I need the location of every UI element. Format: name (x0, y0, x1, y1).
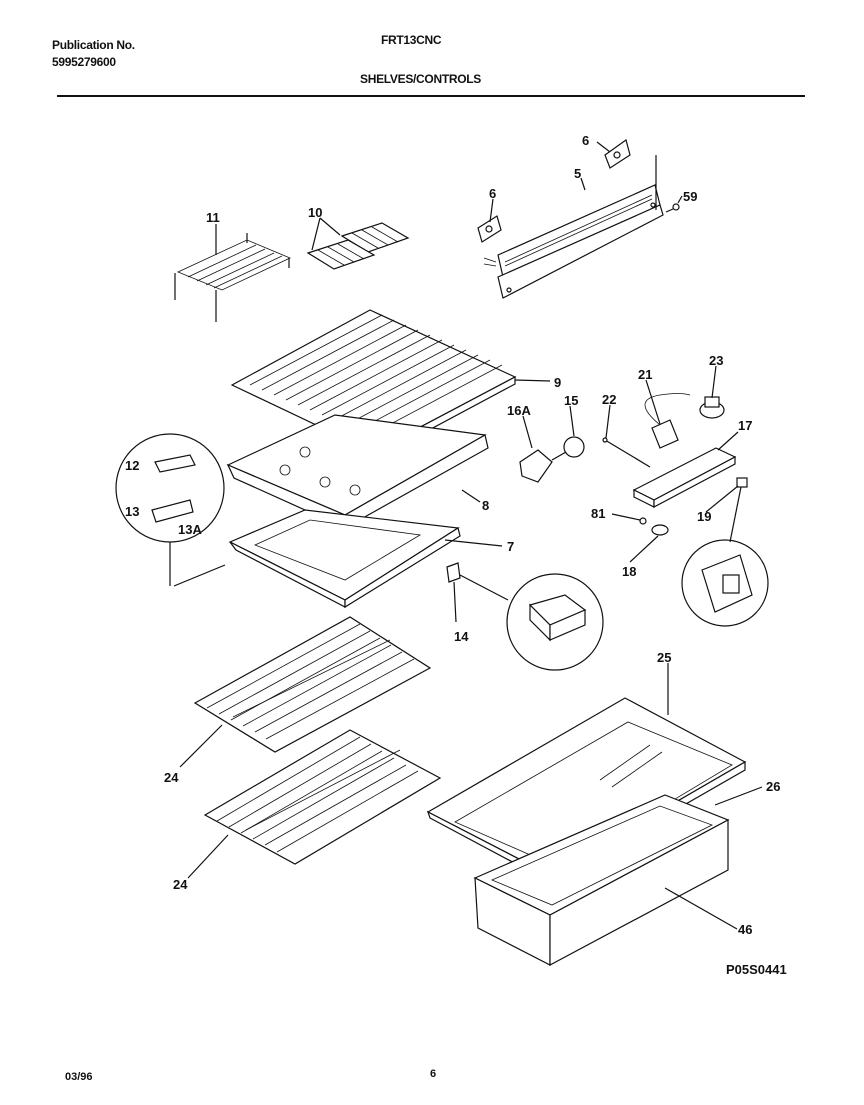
wire-harness-part (602, 437, 651, 468)
callout-81: 81 (591, 506, 605, 521)
freezer-floor-part (226, 414, 489, 530)
callout-5: 5 (574, 166, 581, 181)
model-number: FRT13CNC (381, 33, 442, 47)
knob-18-part (651, 524, 669, 536)
callout-6-top: 6 (582, 133, 589, 148)
detail-circle-switch (446, 562, 604, 671)
publication-number: 5995279600 (52, 55, 116, 69)
footer-page-number: 6 (430, 1068, 437, 1080)
control-knob-part (699, 396, 725, 419)
callout-6-left: 6 (489, 186, 496, 201)
callout-59: 59 (683, 189, 697, 204)
control-housing-part (632, 447, 737, 508)
header-rule (57, 95, 805, 97)
thermostat-part (644, 393, 691, 449)
light-bulb-part (551, 436, 585, 461)
screw-59-part (665, 203, 680, 213)
light-socket-part (519, 449, 553, 483)
detail-circle-light-switch (681, 486, 769, 627)
callout-15: 15 (564, 393, 578, 408)
callout-12: 12 (125, 458, 139, 473)
bracket-top-part (604, 139, 631, 169)
callout-22: 22 (602, 392, 616, 407)
callout-11: 11 (206, 210, 220, 225)
bracket-left-part (477, 215, 502, 243)
crisper-pan-part (473, 794, 730, 967)
callout-18: 18 (622, 564, 636, 579)
leader-lines (179, 141, 763, 930)
callout-8: 8 (482, 498, 489, 513)
detail-circle-bin (115, 433, 226, 587)
screw-81-part (639, 517, 647, 525)
callout-19: 19 (697, 509, 711, 524)
callout-13a: 13A (178, 522, 202, 537)
switch-19-part (736, 477, 748, 488)
drawing-code: P05S0441 (726, 962, 787, 977)
callout-13: 13 (125, 504, 139, 519)
callout-24-upper: 24 (164, 770, 179, 785)
callout-24-lower: 24 (173, 877, 188, 892)
callout-7: 7 (507, 539, 514, 554)
section-title: SHELVES/CONTROLS (360, 72, 481, 86)
callout-26: 26 (766, 779, 780, 794)
control-panel-part (497, 155, 664, 299)
callout-10: 10 (308, 205, 322, 220)
callout-23: 23 (709, 353, 723, 368)
publication-label: Publication No. (52, 38, 135, 52)
callout-17: 17 (738, 418, 752, 433)
wire-rack-part (174, 233, 291, 322)
fresh-food-cover-part (228, 509, 461, 609)
callout-16a: 16A (507, 403, 531, 418)
wire-shelf-lower-part (203, 729, 442, 865)
callout-21: 21 (638, 367, 652, 382)
callout-14: 14 (454, 629, 469, 644)
callout-9: 9 (554, 375, 561, 390)
footer-date: 03/96 (65, 1071, 93, 1083)
callout-46: 46 (738, 922, 752, 937)
ice-trays-part (306, 222, 410, 270)
wire-shelf-upper-part (193, 616, 432, 753)
callout-25: 25 (657, 650, 671, 665)
